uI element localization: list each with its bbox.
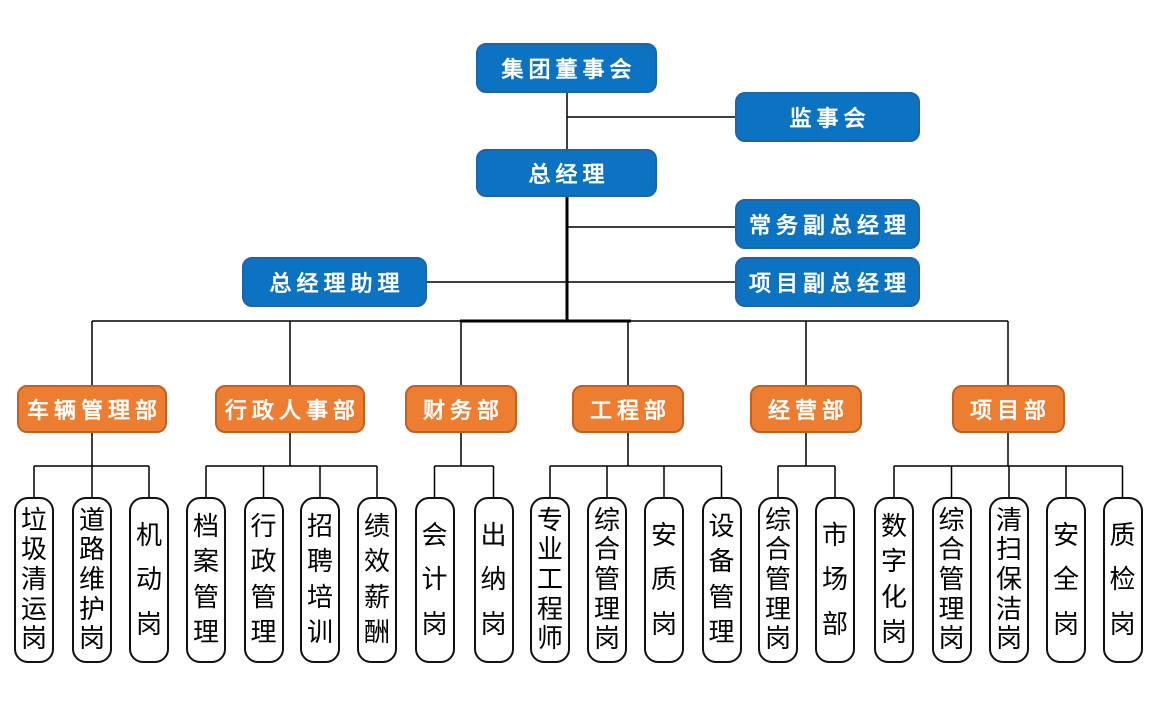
department-node-6: 项目部 bbox=[951, 385, 1065, 433]
position-node-5-1: 综合管理岗 bbox=[758, 497, 798, 663]
position-node-4-2: 综合管理岗 bbox=[587, 497, 627, 663]
position-node-3-1: 会计岗 bbox=[414, 497, 455, 663]
position-node-2-1: 档案管理 bbox=[186, 497, 226, 663]
department-node-3: 财务部 bbox=[405, 385, 517, 433]
position-node-2-2: 行政管理 bbox=[243, 497, 284, 663]
position-node-4-1: 专业工程师 bbox=[530, 497, 570, 663]
position-node-2-3: 招聘培训 bbox=[300, 497, 340, 663]
position-node-6-1: 数字化岗 bbox=[874, 497, 914, 663]
position-node-1-1: 垃圾清运岗 bbox=[14, 497, 54, 663]
org-node-board-of-directors: 集团董事会 bbox=[476, 43, 657, 93]
position-node-6-4: 安全岗 bbox=[1046, 497, 1086, 663]
position-node-6-5: 质检岗 bbox=[1102, 497, 1143, 663]
position-node-4-3: 安质岗 bbox=[644, 497, 684, 663]
org-node-project-deputy-gm: 项目副总经理 bbox=[735, 257, 920, 307]
org-node-executive-deputy-gm: 常务副总经理 bbox=[735, 199, 920, 249]
org-node-supervisory-board: 监事会 bbox=[735, 92, 920, 142]
position-node-5-2: 市场部 bbox=[815, 497, 855, 663]
position-node-1-3: 机动岗 bbox=[129, 497, 169, 663]
department-node-5: 经营部 bbox=[750, 385, 862, 433]
department-node-2: 行政人事部 bbox=[215, 385, 365, 433]
position-node-1-2: 道路维护岗 bbox=[72, 497, 112, 663]
org-node-gm-assistant: 总经理助理 bbox=[242, 257, 427, 307]
position-node-2-4: 绩效薪酬 bbox=[357, 497, 397, 663]
position-node-6-3: 清扫保洁岗 bbox=[989, 497, 1029, 663]
department-node-1: 车辆管理部 bbox=[17, 385, 167, 433]
position-node-6-2: 综合管理岗 bbox=[931, 497, 972, 663]
department-node-4: 工程部 bbox=[572, 385, 684, 433]
position-node-4-4: 设备管理 bbox=[701, 497, 742, 663]
position-node-3-2: 出纳岗 bbox=[473, 497, 514, 663]
org-node-general-manager: 总经理 bbox=[476, 149, 657, 197]
